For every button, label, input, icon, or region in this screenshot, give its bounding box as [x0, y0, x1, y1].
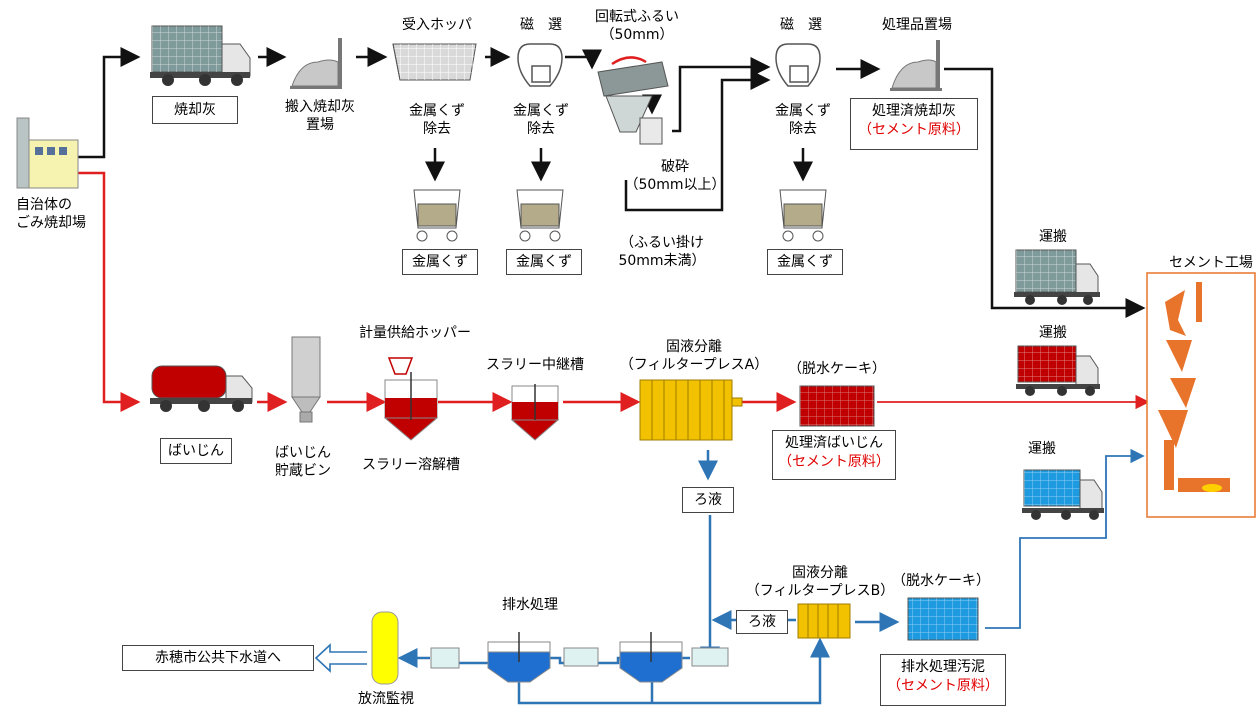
meter-hopper-label: 計量供給ホッパー: [359, 325, 471, 341]
screen-title: 回転式ふるい （50mm）: [595, 9, 679, 43]
yard-title: 処理品置場: [882, 17, 952, 33]
sludge-transport-truck-icon: [1022, 469, 1104, 520]
dust-transport-truck-icon: [1016, 345, 1100, 396]
treated-ash-box: 処理済焼却灰 （セメント原料）: [850, 98, 978, 150]
treated-ash-cement-note: （セメント原料）: [858, 122, 970, 138]
sieve-note: （ふるい掛け 50mm未満）: [618, 235, 706, 269]
sludge-cement-note: （セメント原料）: [887, 678, 999, 694]
ash-yard-label: 搬入焼却灰 置場: [285, 99, 355, 133]
magnetic-separator-1-icon: [517, 43, 563, 87]
press-a-label: 固液分離 （フィルタープレスA）: [619, 339, 769, 373]
hopper-title: 受入ホッパ: [402, 17, 472, 33]
rotary-screen-icon: [597, 56, 669, 145]
ash-yard-pile-icon: [290, 38, 342, 89]
ash-truck-icon: [150, 25, 251, 86]
dust-tanker-truck-icon: [150, 365, 253, 412]
slurry-tank-label: スラリー溶解槽: [362, 457, 460, 473]
treated-dust-cement-note: （セメント原料）: [778, 454, 890, 470]
wastewater-tanks-icon: [430, 632, 729, 683]
hopper-sub: 金属くず 除去: [409, 103, 465, 137]
crush-label: 破砕 （50mm以上）: [624, 159, 726, 193]
press-b-label: 固液分離 （フィルタープレスB）: [745, 565, 895, 599]
dewatered-cake-b-icon: [907, 597, 979, 641]
mag1-sub: 金属くず 除去: [513, 103, 569, 137]
sludge-box: 排水処理汚泥 （セメント原料）: [880, 654, 1006, 706]
ash-transport-truck-icon: [1014, 249, 1100, 305]
scrap-box-2: 金属くず: [506, 249, 582, 275]
filtrate-box-b: ろ液: [736, 610, 788, 634]
scrap-box-3: 金属くず: [767, 249, 843, 275]
treatment-label: 排水処理: [502, 597, 558, 613]
filtrate-box-a: ろ液: [682, 487, 734, 513]
sewer-arrow-shape: [314, 643, 367, 673]
slurry-dissolving-tank-icon: [383, 357, 439, 441]
slurry-relay-tank-icon: [510, 384, 560, 441]
sewer-box: 赤穂市公共下水道へ: [122, 645, 314, 671]
filter-press-b-icon: [797, 603, 851, 639]
mag1-title: 磁 選: [520, 17, 562, 33]
incinerator-building-icon: [16, 117, 79, 189]
treated-ash-label: 処理済焼却灰: [872, 103, 956, 119]
product-yard-pile-icon: [890, 40, 942, 91]
scrap-cart-1-icon: [413, 189, 461, 242]
incinerator-ash-box: 焼却灰: [152, 96, 238, 124]
cake-a-label: （脱水ケーキ）: [788, 361, 886, 377]
treated-dust-box: 処理済ばいじん （セメント原料）: [772, 430, 896, 480]
dust-flow-lines: [78, 171, 1150, 412]
filter-press-a-icon: [639, 379, 743, 441]
ash-flow-lines: [78, 47, 1146, 318]
dust-box: ばいじん: [160, 438, 232, 464]
monitor-label: 放流監視: [358, 691, 414, 707]
relay-tank-label: スラリー中継槽: [486, 357, 584, 373]
mag2-title: 磁 選: [780, 17, 822, 33]
ash-transport-label: 運搬: [1039, 229, 1067, 245]
discharge-monitor-icon: [371, 611, 399, 685]
scrap-cart-3-icon: [779, 189, 827, 242]
scrap-cart-2-icon: [516, 189, 564, 242]
scrap-box-1: 金属くず: [402, 249, 478, 275]
silo-label: ばいじん 貯蔵ビン: [275, 445, 331, 479]
cake-b-label: （脱水ケーキ）: [892, 573, 990, 589]
incinerator-label: 自治体の ごみ焼却場: [16, 197, 86, 231]
cement-plant-label: セメント工場: [1169, 255, 1253, 271]
sludge-transport-label: 運搬: [1028, 441, 1056, 457]
magnetic-separator-2-icon: [775, 43, 821, 87]
sludge-label: 排水処理汚泥: [901, 659, 985, 675]
treated-dust-label: 処理済ばいじん: [785, 435, 883, 451]
receiving-hopper-icon: [392, 43, 477, 81]
dewatered-cake-a-icon: [799, 385, 875, 427]
cement-plant-icon: [1146, 272, 1256, 518]
water-flow-lines: [397, 448, 1145, 705]
dust-transport-label: 運搬: [1039, 325, 1067, 341]
storage-silo-icon: [291, 336, 321, 423]
mag2-sub: 金属くず 除去: [775, 103, 831, 137]
